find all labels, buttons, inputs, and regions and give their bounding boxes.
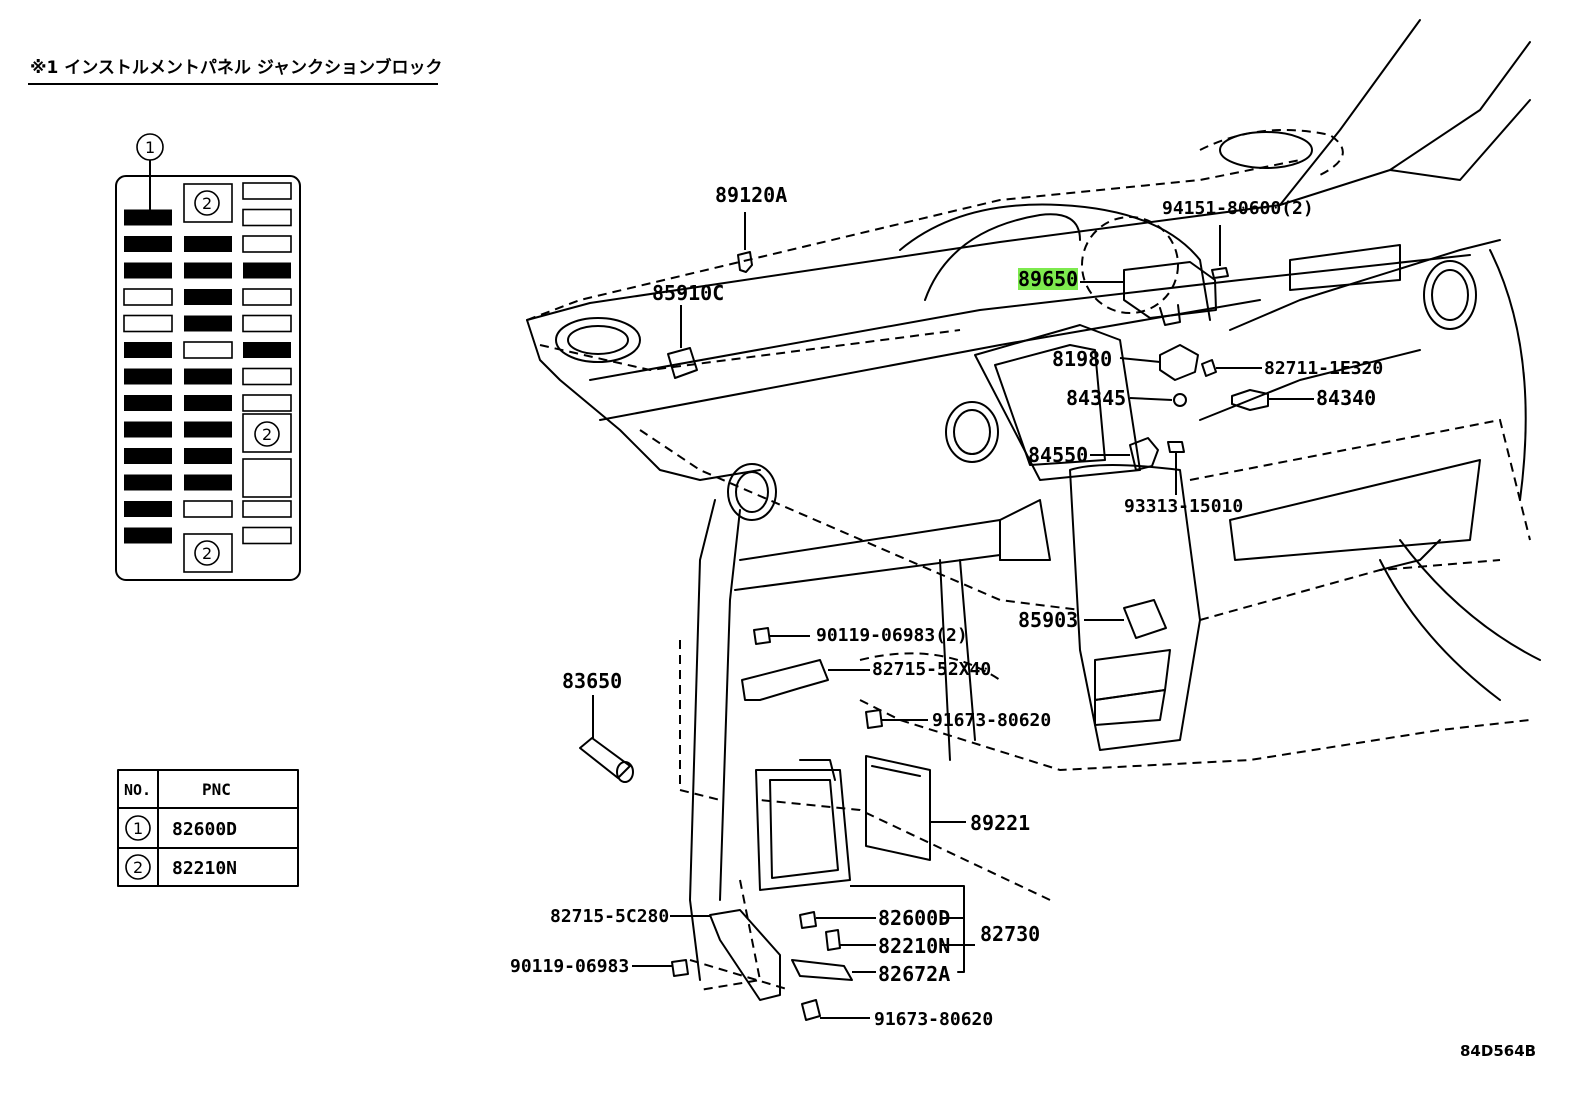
fuse-slot [183,500,233,518]
fuse-slot [184,474,232,491]
label-85903[interactable]: 85903 [1018,608,1078,632]
label-91673-80620-lower[interactable]: 91673-80620 [874,1009,993,1030]
instrument-panel-illustration [526,19,1541,991]
fuse-slot [123,314,173,333]
highlight-89650 [1018,268,1078,290]
fuse-slot [242,367,292,386]
jb-circle-1-label: 1 [145,138,155,157]
fuse-slot [184,289,232,305]
fuse-slot [243,262,291,279]
jb-circle-2-right: 2 [262,425,272,444]
fuse-slot [242,314,292,333]
pnc-row-1-pnc: 82600D [172,819,237,840]
fuse-slot [184,315,232,332]
fuse-slot [242,394,292,412]
fuse-slot [124,501,172,517]
fuse-slot [124,395,172,411]
fuse-slot [242,500,292,518]
label-94151-80600[interactable]: 94151-80600(2) [1162,198,1314,219]
fuse-slot [242,182,292,200]
fuse-slot [184,368,232,385]
fuse-slot [242,288,292,306]
label-82730[interactable]: 82730 [980,922,1040,946]
pnc-row-1-no: 1 [133,819,143,838]
fuse-slot [124,368,172,385]
pnc-table: NO. PNC 1 82600D 2 82210N [117,769,299,887]
fuse-slot [124,421,172,438]
fuse-slot [184,262,232,279]
fuse-slot [124,527,172,544]
jb-circle-2-bottom: 2 [202,544,212,563]
fuse-slot [184,395,232,411]
label-85910C[interactable]: 85910C [652,281,724,305]
fuse-slot [184,236,232,252]
label-82715-52X40[interactable]: 82715-52X40 [872,659,991,680]
label-84340[interactable]: 84340 [1316,386,1376,410]
fuse-slot [124,448,172,464]
fuse-slot [184,448,232,464]
fuse-slot [124,342,172,358]
fuse-slot [124,474,172,491]
fuse-grid [123,182,292,545]
jb-circle-2-top: 2 [202,194,212,213]
fuse-slot [242,526,292,545]
fuse-slot [123,288,173,306]
label-89120A[interactable]: 89120A [715,183,787,207]
pnc-row-2-no: 2 [133,858,143,877]
part-labels: 89120A 85910C 89650 94151-80600(2) 81980… [510,183,1383,1030]
label-82210N[interactable]: 82210N [878,934,950,958]
label-84550[interactable]: 84550 [1028,443,1088,467]
label-84345[interactable]: 84345 [1066,386,1126,410]
fuse-slot [124,209,172,226]
fuse-slot [183,341,233,359]
diagram-code: 84D564B [1460,1042,1536,1060]
fuse-slot [242,235,292,253]
label-91673-80620-upper[interactable]: 91673-80620 [932,710,1051,731]
parts-components [579,212,1314,1021]
label-82715-5C280[interactable]: 82715-5C280 [550,906,669,927]
fuse-slot [184,421,232,438]
fuse-slot [124,262,172,279]
pnc-table-header-no: NO. [124,781,151,799]
label-82600D[interactable]: 82600D [878,906,950,930]
label-82711-1E320[interactable]: 82711-1E320 [1264,358,1383,379]
fuse-slot [243,342,291,358]
pnc-row-2-pnc: 82210N [172,858,237,879]
junction-block: 1 2 2 2 [115,133,301,581]
label-81980[interactable]: 81980 [1052,347,1112,371]
pnc-table-header-pnc: PNC [202,780,231,799]
label-93313-15010[interactable]: 93313-15010 [1124,496,1243,517]
label-89650[interactable]: 89650 [1018,267,1078,291]
label-90119-06983-2[interactable]: 90119-06983(2) [816,625,968,646]
fuse-slot [242,208,292,227]
label-83650[interactable]: 83650 [562,669,622,693]
label-89221[interactable]: 89221 [970,811,1030,835]
label-90119-06983[interactable]: 90119-06983 [510,956,629,977]
fuse-slot [124,236,172,252]
label-82672A[interactable]: 82672A [878,962,950,986]
diagram-title: ※1 インストルメントパネル ジャンクションブロック [30,57,443,78]
